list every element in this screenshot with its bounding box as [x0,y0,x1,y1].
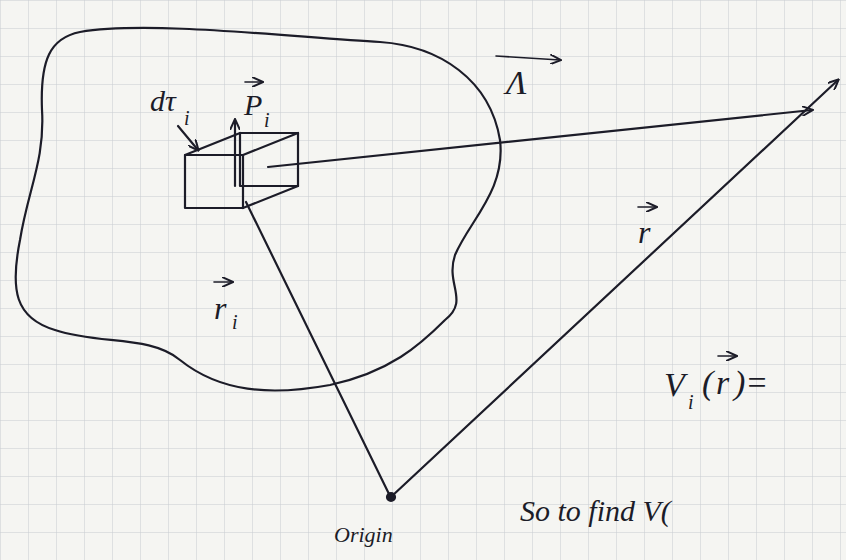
polarization-arrow [234,120,236,186]
vector-mark [245,81,262,83]
equation-text: ( [702,366,713,400]
subscript: i [264,110,270,130]
volume-element-cube [185,133,298,208]
separation-label: Λ [506,66,527,100]
position-label: r [638,216,650,248]
vector-mark [638,206,656,208]
subscript: i [688,392,694,412]
equation-text: )= [734,366,768,400]
position-label: r [214,292,226,324]
source-position-vector [246,202,390,496]
vector-mark [214,281,232,283]
origin-label: Origin [334,524,393,546]
volume-element-label: dτ [150,86,176,116]
origin-dot [387,493,395,501]
subscript: i [184,108,190,128]
equation-text: V [664,368,685,402]
equation-text: r [716,366,729,400]
vector-mark [718,355,736,357]
vector-mark [496,56,560,60]
charge-region-outline [16,28,501,391]
pointer-arrow [178,126,198,150]
polarization-label: P [244,90,262,120]
separation-vector [268,110,812,167]
note-text: So to find V( [520,496,671,526]
subscript: i [232,312,238,332]
position-vector [392,80,838,496]
